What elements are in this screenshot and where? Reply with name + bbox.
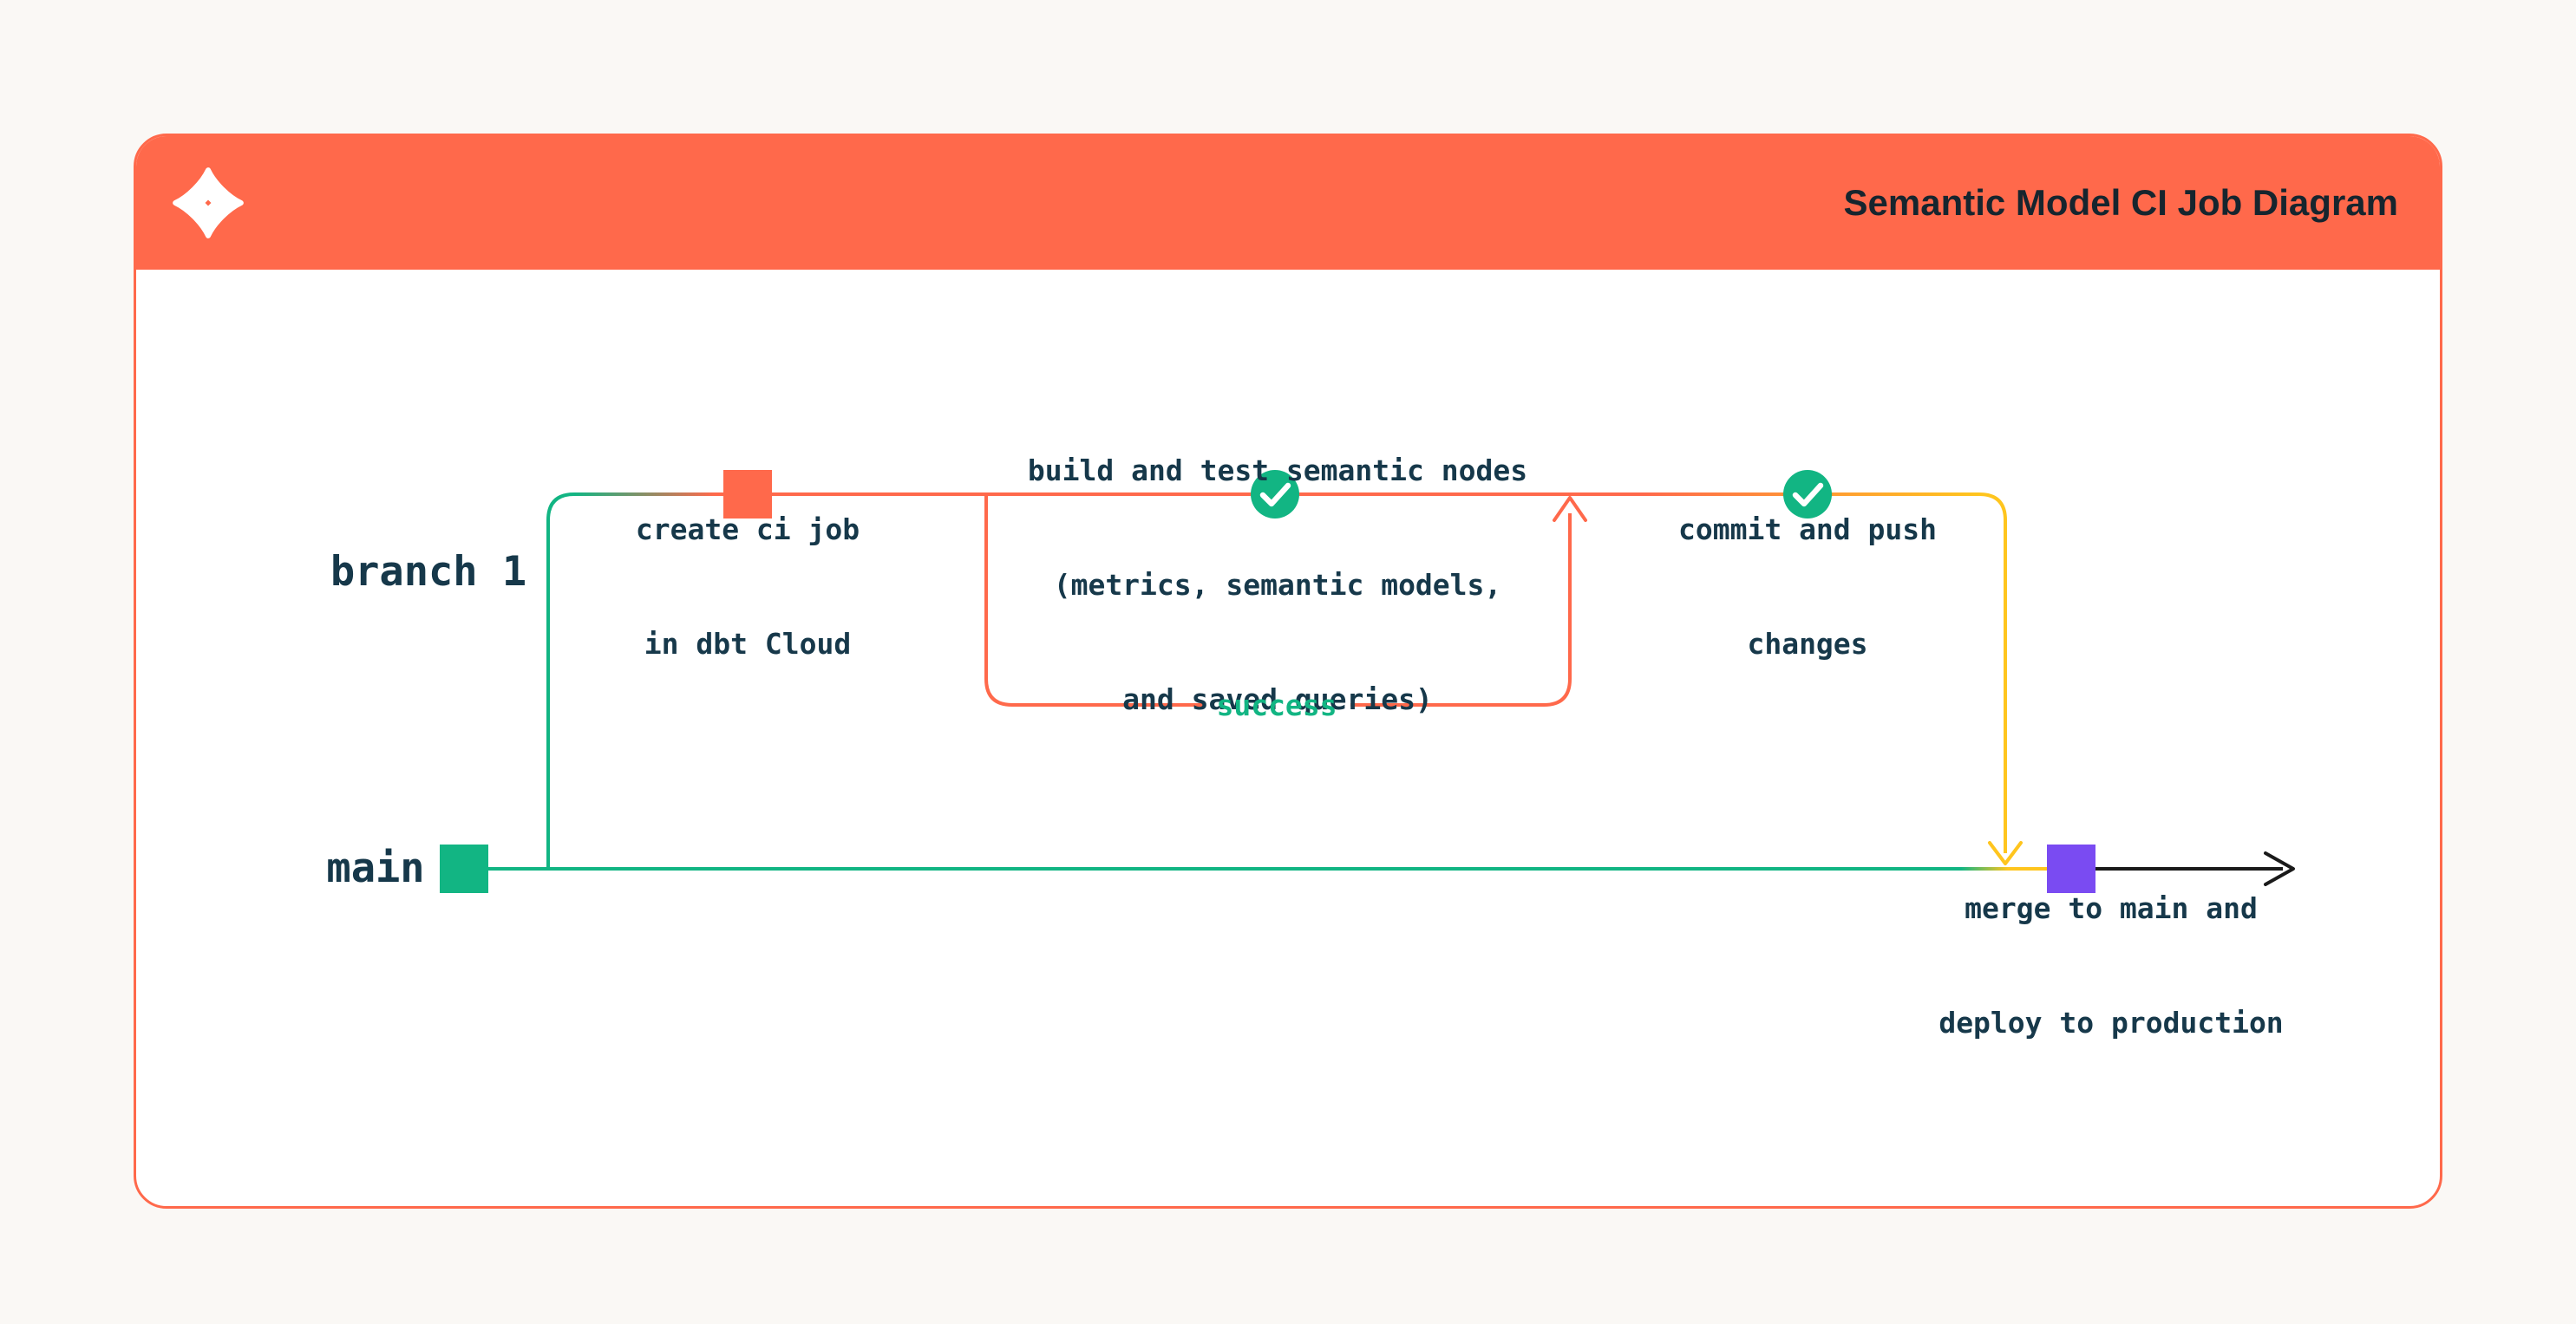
label-line: commit and push	[1677, 512, 1938, 546]
dbt-logo-icon	[173, 167, 244, 238]
label-line: build and test semantic nodes	[1027, 453, 1528, 487]
success-label: success	[1216, 610, 1337, 801]
label-line: main	[326, 845, 425, 892]
build-test-label: build and test semantic nodes (metrics, …	[1028, 375, 1527, 795]
label-line: in dbt Cloud	[644, 627, 852, 661]
label-line: create ci job	[635, 512, 860, 546]
merge-deploy-label: merge to main and deploy to production	[1939, 813, 2283, 1119]
header-bar: Semantic Model CI Job Diagram	[136, 136, 2440, 270]
commit-push-label: commit and push changes	[1678, 434, 1937, 740]
diagram-card: Semantic Model CI Job Diagram	[134, 134, 2442, 1209]
main-label: main	[326, 747, 424, 990]
label-line: success	[1216, 688, 1337, 722]
label-line: and saved queries)	[1122, 682, 1433, 716]
label-line: changes	[1747, 627, 1868, 661]
label-line: branch 1	[330, 548, 527, 596]
branch-1-label: branch 1	[330, 451, 526, 694]
dbt-logo-mark	[173, 167, 244, 238]
label-line: (metrics, semantic models,	[1053, 568, 1502, 602]
label-line: merge to main and	[1965, 891, 2258, 925]
create-ci-label: create ci job in dbt Cloud	[636, 434, 860, 740]
label-line: deploy to production	[1939, 1006, 2284, 1040]
page-title: Semantic Model CI Job Diagram	[1843, 182, 2398, 223]
